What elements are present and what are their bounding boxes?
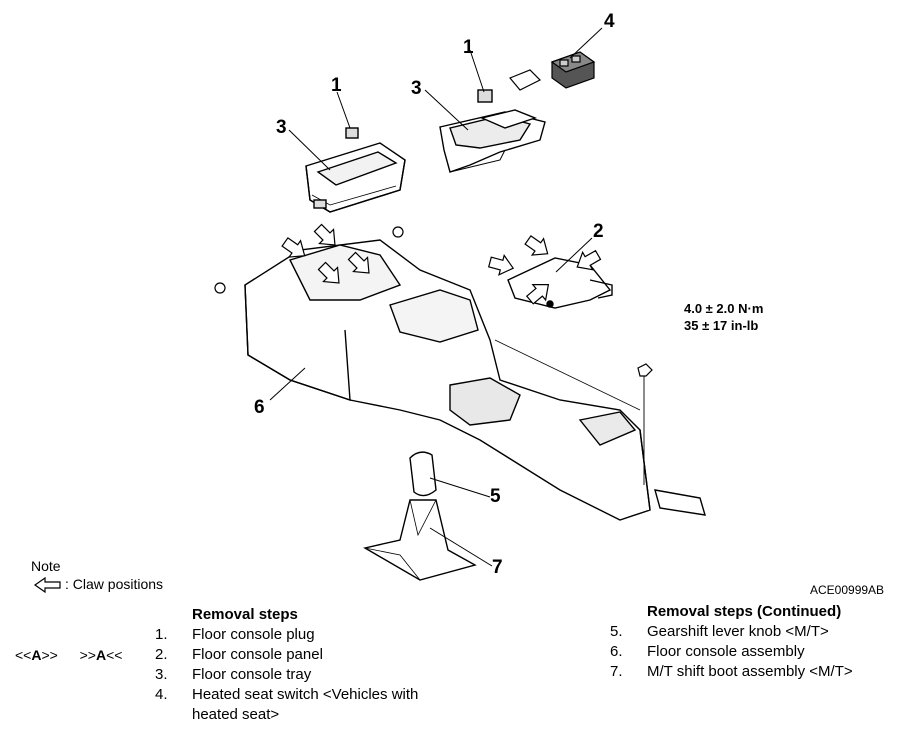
install-mark-letter: A (95, 647, 107, 663)
removal-step: 4. Heated seat switch <Vehicles with (155, 685, 475, 705)
step-label: Floor console tray (192, 666, 312, 683)
fastener-clip-left (214, 282, 226, 294)
claw-position-arrow-icon (33, 577, 61, 593)
step-label: Floor console plug (192, 626, 315, 643)
removal-step-continuation: heated seat> (155, 705, 475, 725)
fastener-clip-top (392, 226, 404, 238)
leader-lines (269, 27, 603, 567)
step-number: 5. (610, 623, 623, 640)
install-mark-open: >> (79, 647, 96, 663)
callout-3-center: 3 (411, 78, 422, 99)
step-label: M/T shift boot assembly <M/T> (647, 663, 853, 680)
callout-1-center: 1 (463, 37, 474, 58)
floor-console-plug-cap (509, 69, 542, 91)
callout-7: 7 (492, 557, 503, 578)
removal-mark-open: << (15, 647, 32, 663)
shift-boot (363, 499, 477, 581)
bolt (637, 363, 653, 485)
callout-6: 6 (254, 397, 265, 418)
step-label: Heated seat switch <Vehicles with (192, 686, 419, 703)
removal-step: 7. M/T shift boot assembly <M/T> (610, 662, 900, 682)
removal-step: 2. Floor console panel (155, 645, 475, 665)
removal-steps-list: 1. Floor console plug 2. Floor console p… (155, 625, 475, 725)
removal-steps-continued-list: 5. Gearshift lever knob <M/T> 6. Floor c… (610, 622, 900, 682)
gearshift-lever-knob (409, 451, 437, 497)
step-number: 4. (155, 686, 168, 703)
step-number: 3. (155, 666, 168, 683)
exploded-view-diagram: 1 3 1 3 4 2 6 5 7 4.0 ± 2.0 N·m 35 ± 17 … (214, 11, 763, 581)
figure-id: ACE00999AB (810, 583, 885, 597)
removal-mark-close: >> (41, 647, 58, 663)
step-number: 2. (155, 646, 168, 663)
heated-seat-switch (550, 51, 596, 89)
callout-1-left: 1 (331, 75, 342, 96)
callout-3-left: 3 (276, 117, 287, 138)
step-label: Floor console assembly (647, 643, 805, 660)
floor-console-tray-left (305, 127, 406, 213)
step-label: Gearshift lever knob <M/T> (647, 623, 829, 640)
removal-steps-continued-title: Removal steps (Continued) (647, 603, 842, 620)
floor-console-panel (507, 257, 613, 309)
step-label: Floor console panel (192, 646, 323, 663)
removal-step: 6. Floor console assembly (610, 642, 900, 662)
step-number: 6. (610, 643, 623, 660)
floor-console-assembly (244, 239, 706, 521)
removal-mark-letter: A (31, 647, 42, 663)
service-marks: <<A>> >>A<< (15, 647, 122, 664)
removal-step: 1. Floor console plug (155, 625, 475, 645)
removal-steps-title: Removal steps (192, 606, 298, 623)
callout-4: 4 (604, 11, 615, 32)
torque-imperial: 35 ± 17 in-lb (684, 318, 758, 333)
step-number: 7. (610, 663, 623, 680)
torque-metric: 4.0 ± 2.0 N·m (684, 301, 763, 316)
removal-step: 3. Floor console tray (155, 665, 475, 685)
callout-2: 2 (593, 221, 604, 242)
callout-5: 5 (490, 486, 501, 507)
floor-console-tray-center (439, 89, 546, 173)
note-title: Note (31, 558, 61, 574)
removal-step: 5. Gearshift lever knob <M/T> (610, 622, 900, 642)
step-number: 1. (155, 626, 168, 643)
install-mark-close: << (106, 647, 123, 663)
step-label-continued: heated seat> (192, 706, 280, 723)
note-claw-label: : Claw positions (65, 576, 164, 592)
